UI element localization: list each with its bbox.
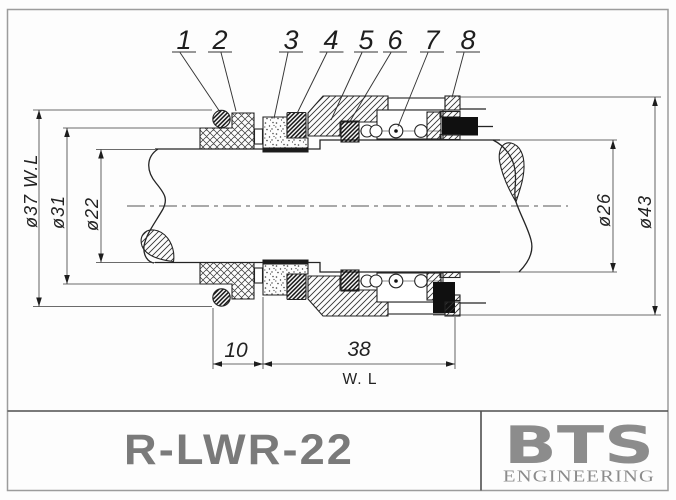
callout-numbers: 1 2 3 4 5 6 7 8 [176,25,475,55]
o-ring-6 [340,269,360,292]
stationary-seat-upper [442,117,478,136]
drive-collar [199,112,255,150]
callout-2: 2 [211,25,227,55]
model-title: R-LWR-22 [124,426,354,474]
spring-coil [369,274,383,288]
callout-7: 7 [424,25,440,55]
drive-collar [199,261,255,300]
callout-4: 4 [323,25,338,55]
drawing-border [6,8,669,492]
gland-plate [307,275,389,317]
clamp-ring-8 [444,95,461,111]
spring-coil [414,274,428,288]
dim-dia43-label: ø43 [635,195,655,229]
o-ring-4 [286,273,307,301]
dimension-dia26: ø26 [594,140,616,272]
shaft-break-right-teardrop [498,142,525,204]
seat-holder [426,111,442,140]
dimension-dia43: ø43 [635,97,658,315]
washer [253,267,264,284]
set-screw-center [394,279,398,283]
dim-dia31-label: ø31 [48,195,68,229]
seat-strip [439,271,461,279]
logo-subtitle: ENGINEERING [503,467,655,486]
dimension-lengths: 10 38 W. L [212,297,456,388]
spring-coil [369,124,383,138]
o-ring-1 [212,109,231,129]
gland-plate [307,95,389,137]
o-ring-4 [286,111,307,139]
o-ring-6 [340,120,360,143]
callout-1: 1 [176,25,191,55]
dim-dia22-label: ø22 [82,197,102,231]
set-screw-center [394,129,398,133]
washer [253,128,264,145]
dim-dia37-label: ø37 W.L [21,154,41,228]
spring-coil [414,124,428,138]
callout-8: 8 [460,25,475,55]
workline-label: W. L [342,371,377,388]
callout-5: 5 [358,25,374,55]
shaft-break-left [143,148,167,264]
seal-assembly-lower [199,259,661,317]
bellows-base [263,260,308,265]
callout-6: 6 [387,25,403,55]
logo-brand: BTS [504,416,654,476]
seal-assembly-upper [199,95,661,153]
dimension-dia37: ø37 W.L [21,109,212,307]
seat-strip-top [439,110,461,118]
callout-leaders [172,51,480,127]
dimension-dia31: ø31 [48,127,200,285]
shaft-break-left-teardrop [140,229,175,263]
dim-38-label: 38 [347,338,371,361]
o-ring-1 [212,288,231,307]
bellows-base [263,147,308,152]
clamp-ring-8 [444,301,461,317]
company-logo: BTS ENGINEERING [503,416,655,486]
seat-strip-bottom [439,133,461,141]
dim-10-label: 10 [224,339,248,362]
gland-flange [387,97,446,111]
dimension-dia22: ø22 [82,149,155,263]
dim-dia26-label: ø26 [594,193,614,227]
callout-3: 3 [283,25,298,55]
